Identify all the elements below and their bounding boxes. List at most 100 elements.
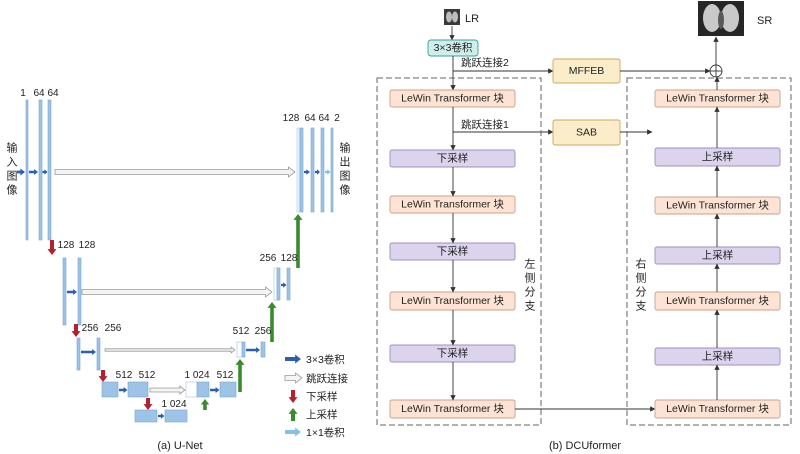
left-block-label: 下采样 xyxy=(437,347,469,360)
channel-label: 128 xyxy=(281,253,298,264)
lr-image xyxy=(444,9,460,25)
legend-conv1x1-arrow xyxy=(285,427,301,437)
skip1-label: 跳跃连接1 xyxy=(461,118,509,131)
sab-label: SAB xyxy=(576,127,597,139)
left-branch-frame xyxy=(376,77,542,426)
channel-label: 1 024 xyxy=(184,370,209,381)
right-block-label: LeWin Transformer 块 xyxy=(666,403,769,415)
skip-connection-arrow xyxy=(149,385,186,395)
feature-map xyxy=(76,337,81,371)
legend-label-upsample: 上采样 xyxy=(306,408,338,421)
right-block-label: 上采样 xyxy=(702,350,734,363)
dcuformer-title: (b) DCUformer xyxy=(549,440,621,452)
feature-map xyxy=(127,381,149,398)
input-label: LR xyxy=(465,13,479,25)
conv3x3-arrow xyxy=(42,169,48,175)
output-feature-map xyxy=(330,127,334,213)
legend-upsample-arrow xyxy=(288,408,298,421)
channel-label: 1 xyxy=(20,88,26,99)
channel-label: 64 xyxy=(304,113,316,124)
feature-map xyxy=(320,127,325,213)
channel-label: 128 xyxy=(79,240,96,251)
unet-panel: 输入图像 输出图像 1 64 64 128 64 64 2 128 128 25… xyxy=(5,88,351,452)
feature-map xyxy=(286,267,291,301)
downsample-arrow xyxy=(143,398,153,410)
feature-map xyxy=(96,337,101,371)
upsample-arrow xyxy=(267,302,277,342)
sab-block xyxy=(552,119,621,146)
left-block-label: LeWin Transformer 块 xyxy=(401,295,504,307)
feature-map xyxy=(77,257,82,326)
feature-map xyxy=(241,341,246,358)
sr-lung-right xyxy=(721,4,739,32)
right-branch-frame xyxy=(626,77,792,426)
conv3x3-arrow xyxy=(304,169,310,175)
conv3x3-arrow xyxy=(67,289,77,295)
right-block-label: LeWin Transformer 块 xyxy=(666,200,769,212)
right-block-label: 上采样 xyxy=(702,150,734,163)
input-feature-map xyxy=(25,99,29,241)
legend-skip-arrow xyxy=(284,372,303,384)
feature-map xyxy=(101,381,119,398)
channel-label: 2 xyxy=(334,113,340,124)
channel-label: 512 xyxy=(217,370,234,381)
conv3x3-arrow xyxy=(119,387,128,393)
feature-map xyxy=(299,127,304,213)
mffeb-label: MFFEB xyxy=(569,65,605,77)
channel-label: 128 xyxy=(283,113,300,124)
unet-marks xyxy=(17,99,334,437)
conv3x3-arrow xyxy=(315,169,320,175)
right-block-label: LeWin Transformer 块 xyxy=(666,295,769,307)
legend-conv3x3-arrow xyxy=(285,354,301,364)
sr-image xyxy=(698,1,744,36)
feature-map xyxy=(196,381,210,398)
channel-label: 256 xyxy=(105,323,122,334)
feature-map xyxy=(134,409,158,423)
left-lewin-block xyxy=(389,89,516,108)
legend-downsample-arrow xyxy=(288,390,298,403)
left-block-label: 下采样 xyxy=(437,152,469,165)
conv1x1-arrow xyxy=(325,169,331,175)
conv3x3-arrow xyxy=(29,169,38,175)
feature-map xyxy=(47,99,52,241)
channel-label: 512 xyxy=(233,326,250,337)
downsample-arrow xyxy=(98,370,108,382)
right-block-label: LeWin Transformer 块 xyxy=(666,93,769,105)
left-block-label: LeWin Transformer 块 xyxy=(401,93,504,105)
legend-label-conv1x1: 1×1卷积 xyxy=(306,426,345,439)
unet-title: (a) U-Net xyxy=(157,440,202,452)
conv3x3-arrow xyxy=(81,349,96,355)
unet-output-label: 输出图像 xyxy=(338,141,351,198)
conv3x3-arrow xyxy=(17,168,25,176)
conv3x3-arrow xyxy=(281,282,287,288)
sr-lung-left xyxy=(703,4,721,32)
conv3x3-arrow xyxy=(246,347,260,353)
legend-label-downsample: 下采样 xyxy=(306,390,338,403)
left-branch-label: 左侧分支 xyxy=(523,258,536,314)
channel-label: 128 xyxy=(58,240,75,251)
skip-connection-arrow xyxy=(81,286,273,298)
feature-map xyxy=(219,381,237,398)
feature-map xyxy=(276,267,281,301)
legend-label-conv3x3: 3×3卷积 xyxy=(306,353,345,366)
left-block-label: 下采样 xyxy=(437,245,469,258)
lr-lung-left xyxy=(446,11,452,23)
unet-legend: 3×3卷积 跳跃连接 下采样 上采样 1×1卷积 xyxy=(306,353,348,439)
channel-label: 64 xyxy=(33,88,45,99)
feature-map xyxy=(310,127,315,213)
sr-mediastinum xyxy=(718,11,724,29)
skip2-label: 跳跃连接2 xyxy=(461,56,509,69)
copied-feature-map xyxy=(236,341,243,358)
legend-label-skip: 跳跃连接 xyxy=(306,372,348,385)
channel-label: 256 xyxy=(82,323,99,334)
output-label: SR xyxy=(757,15,772,27)
sum-icon xyxy=(709,64,723,78)
conv3x3-label: 3×3卷积 xyxy=(434,41,473,54)
feature-map xyxy=(164,409,188,423)
lr-lung-right xyxy=(452,11,458,23)
right-block-label: 上采样 xyxy=(702,249,734,262)
downsample-arrow xyxy=(47,240,57,255)
channel-label: 1 024 xyxy=(161,399,186,410)
channel-label: 256 xyxy=(255,326,272,337)
